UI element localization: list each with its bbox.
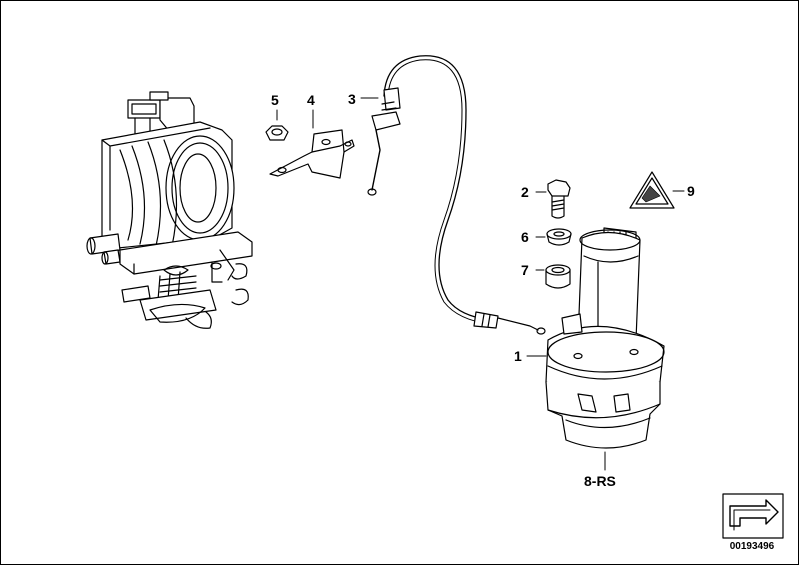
part-5-nut: [265, 125, 289, 141]
callout-4: 4: [307, 92, 315, 108]
diagram-id: 00193496: [729, 541, 775, 552]
callout-5: 5: [271, 92, 279, 108]
part-6-cap: [546, 228, 572, 246]
part-1-actuator: [545, 227, 665, 449]
part-3-cable: [367, 55, 546, 335]
callout-6: 6: [521, 229, 529, 245]
throttle-body: [86, 91, 253, 329]
part-4-bracket: [269, 129, 355, 179]
callout-3: 3: [348, 91, 356, 107]
callout-8-rs: 8-RS: [584, 473, 616, 489]
callout-9: 9: [687, 183, 695, 199]
arrow-icon: [722, 493, 784, 539]
callout-1: 1: [514, 348, 522, 364]
callout-7: 7: [521, 262, 529, 278]
part-7-grommet: [545, 264, 571, 289]
leader-lines: [276, 97, 685, 471]
part-9-warning-sticker: [629, 171, 675, 209]
part-2-bolt: [547, 179, 571, 219]
callout-2: 2: [521, 184, 529, 200]
